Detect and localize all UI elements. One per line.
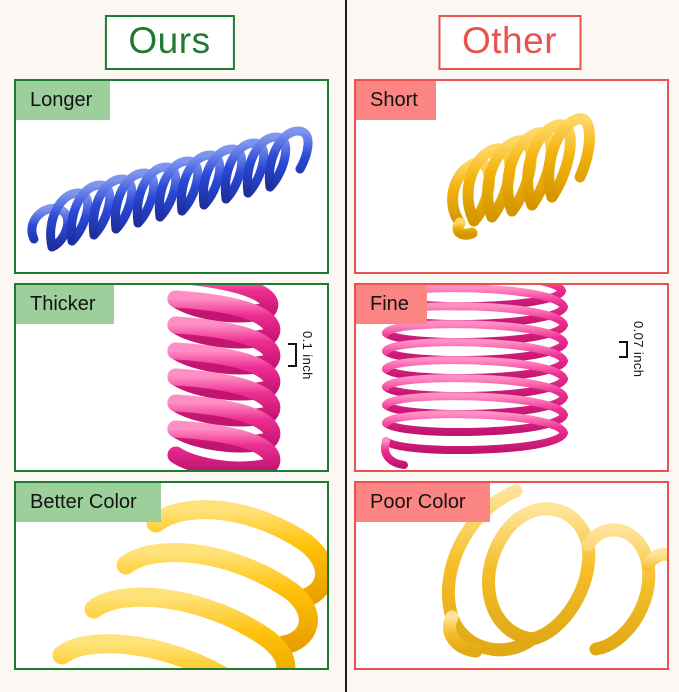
measure-bracket-icon xyxy=(288,343,297,368)
feature-tag-short: Short xyxy=(356,81,436,120)
spring-image-thicker xyxy=(16,285,327,470)
spring-image-short xyxy=(356,81,667,272)
column-ours: Ours xyxy=(0,0,339,692)
panel-ours-better-color: Better Color xyxy=(14,481,329,670)
panel-other-fine: 0.07 inch Fine xyxy=(354,283,669,472)
feature-label: Thicker xyxy=(30,293,96,315)
measurement-annotation-fine: 0.07 inch xyxy=(619,321,646,377)
feature-label: Longer xyxy=(30,89,93,111)
feature-label: Short xyxy=(370,89,418,111)
feature-label: Poor Color xyxy=(370,491,466,513)
panel-other-poor-color: Poor Color xyxy=(354,481,669,670)
measure-value: 0.1 inch xyxy=(300,331,315,380)
measure-bracket-icon xyxy=(619,340,628,358)
spring-image-longer xyxy=(16,81,327,272)
center-divider xyxy=(345,0,347,692)
column-heading-ours: Ours xyxy=(104,15,235,70)
feature-tag-poor-color: Poor Color xyxy=(356,483,490,522)
column-heading-other: Other xyxy=(437,15,582,70)
feature-label: Better Color xyxy=(30,491,137,513)
feature-label: Fine xyxy=(370,293,409,315)
feature-tag-longer: Longer xyxy=(16,81,111,120)
feature-tag-fine: Fine xyxy=(356,285,427,324)
feature-tag-better-color: Better Color xyxy=(16,483,161,522)
measurement-annotation-thicker: 0.1 inch xyxy=(288,331,315,380)
spring-image-better-color xyxy=(16,483,327,668)
spring-image-fine xyxy=(356,285,667,470)
column-other: Other xyxy=(340,0,679,692)
panel-ours-longer: Longer xyxy=(14,79,329,274)
feature-tag-thicker: Thicker xyxy=(16,285,114,324)
panel-ours-thicker: 0.1 inch Thicker xyxy=(14,283,329,472)
measure-value: 0.07 inch xyxy=(631,321,646,378)
panel-other-short: Short xyxy=(354,79,669,274)
